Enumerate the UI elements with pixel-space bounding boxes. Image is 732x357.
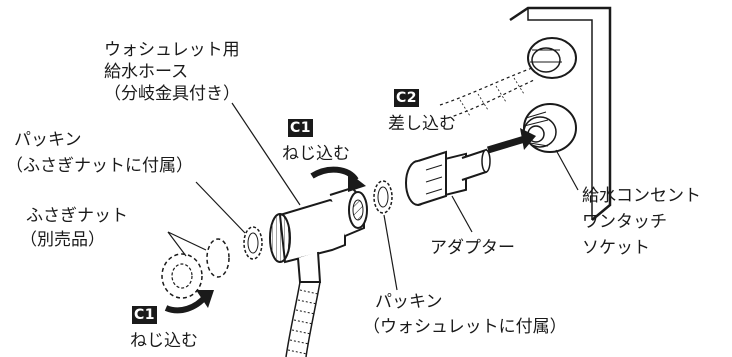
- step-c1-badge-bottom: C1: [132, 306, 158, 324]
- label-hose-line3: （分岐金具付き）: [104, 84, 240, 104]
- one-touch-socket: [523, 103, 577, 153]
- hose-phantom: [439, 67, 535, 119]
- supply-hose: [285, 281, 321, 357]
- label-hose-line2: 給水ホース: [104, 62, 189, 82]
- packing-washlet: [373, 180, 393, 214]
- label-packing-cap-line1: パッキン: [14, 130, 82, 150]
- rotate-arrow-bottom: [164, 290, 214, 314]
- label-packing-cap-line2: （ふさぎナットに付属）: [6, 156, 193, 176]
- cap-nut: [161, 238, 230, 299]
- step-c2-text: 差し込む: [388, 114, 456, 134]
- label-packing-washlet-line1: パッキン: [375, 292, 443, 312]
- label-packing-cap: パッキン （ふさぎナットに付属）: [6, 130, 193, 176]
- label-socket: 給水コンセント ワンタッチ ソケット: [582, 186, 701, 258]
- adapter: [405, 148, 491, 206]
- packing-cap: [243, 226, 263, 260]
- label-cap-nut-line1: ふさぎナット: [26, 206, 128, 226]
- wall: [509, 6, 612, 221]
- label-socket-line3: ソケット: [582, 238, 650, 258]
- branch-fitting: [269, 186, 368, 283]
- label-socket-line1: 給水コンセント: [582, 186, 701, 206]
- label-hose-line1: ウォシュレット用: [104, 40, 240, 60]
- step-c1-badge-top: C1: [288, 119, 314, 137]
- label-socket-line2: ワンタッチ: [582, 212, 667, 232]
- socket-upper: [527, 37, 577, 79]
- label-adapter: アダプター: [430, 238, 515, 258]
- label-cap-nut-line2: （別売品）: [20, 230, 105, 250]
- label-hose: ウォシュレット用 給水ホース （分岐金具付き）: [104, 40, 240, 104]
- step-c2-badge: C2: [394, 89, 420, 107]
- step-c1-text-bottom: ねじ込む: [130, 331, 198, 351]
- leader-lines: [167, 102, 579, 291]
- label-packing-washlet-line2: （ウォシュレットに付属）: [363, 317, 567, 337]
- step-c1-text-top: ねじ込む: [282, 144, 350, 164]
- label-cap-nut: ふさぎナット （別売品）: [20, 206, 128, 250]
- label-packing-washlet: パッキン （ウォシュレットに付属）: [363, 292, 567, 337]
- insert-arrow: [486, 128, 536, 154]
- rotate-arrow-top: [310, 166, 366, 192]
